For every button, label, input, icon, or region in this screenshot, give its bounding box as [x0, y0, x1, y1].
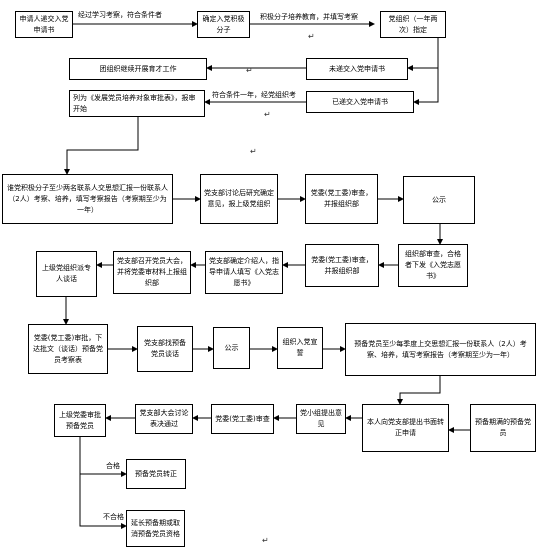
- step-group-opinion: 党小组提出意见: [296, 404, 346, 434]
- return-mark: ↵: [250, 147, 257, 156]
- return-mark: ↵: [308, 32, 315, 41]
- step-branch-talk: 党支部找预备党员谈话: [137, 326, 193, 372]
- label-fail: 不合格: [103, 513, 124, 522]
- arrow-talk-delivered: [413, 68, 439, 105]
- step-collect-opinions: 谁党积极分子至少两名联系人交思想汇报一份联系人（2人）考察、培养，填写考察报告（…: [2, 174, 173, 224]
- label-pass: 合格: [106, 462, 120, 471]
- step-introduce: 党支部确定介绍人，指导申请人填写《入党志愿书》: [205, 251, 283, 294]
- step-publicity-2: 公示: [213, 327, 250, 369]
- step-upper-approve: 党委(党工委)审批，下达批文（谈话）预备党员考察表: [28, 324, 108, 374]
- step-delivered: 已递交入党申请书: [306, 91, 414, 113]
- step-branch-vote: 党支部大会讨论表决通过: [135, 404, 193, 434]
- return-mark: ↵: [264, 110, 271, 119]
- return-mark: ↵: [246, 66, 253, 75]
- step-oath: 组织入党宣誓: [277, 327, 323, 369]
- arrow-report-self: [397, 376, 441, 405]
- step-list-candidate: 列为《发展党员培养对象审批表》，报审开始: [69, 90, 205, 117]
- arrow-talk-submit: [407, 38, 439, 71]
- step-upper-final: 上级党委审批预备党员: [54, 404, 106, 437]
- step-need-probation: 预备期满的预备党员: [470, 404, 536, 452]
- step-review-committee: 党委(党工委)审查，并报组织部: [305, 174, 378, 224]
- step-activist: 确定入党积极分子: [197, 11, 250, 38]
- label-one-year: 符合条件一年，经党组织考: [212, 91, 296, 100]
- label-learning: 经过学习考察，符合条件者: [78, 11, 162, 20]
- step-self-request: 本人向党支部提出书面转正申请: [362, 404, 449, 452]
- arrow-final-fail: [79, 474, 127, 529]
- step-branch-discuss: 党支部讨论后研究确定意见，报上级党组织: [200, 174, 278, 224]
- step-continue-education: 团组织继续开展育才工作: [69, 58, 207, 80]
- label-training: 积极分子培养教育，并填写考察: [260, 13, 358, 22]
- step-probation-report: 预备党员至少每季度上交思想汇报一份联系人（2人）考察、培养，填写考察报告（考察期…: [345, 323, 536, 376]
- step-talk: 党组织（一年两次）指定: [380, 11, 446, 38]
- step-extend: 延长预备期或取消预备党员资格: [126, 510, 185, 547]
- step-apply: 申请人递交入党申请书: [15, 11, 73, 38]
- return-mark: ↵: [262, 536, 269, 545]
- step-not-submitted: 未递交入党申请书: [306, 58, 408, 80]
- step-org-review: 组织部审查，合格者下发《入党志愿书》: [398, 244, 468, 287]
- step-upper-check: 上级党组织派专人谈话: [36, 251, 97, 297]
- step-committee-review: 党委(党工委)审查: [211, 404, 274, 434]
- step-publicity-1: 公示: [403, 176, 475, 224]
- step-meeting-review: 党支部召开党员大会，并将党委审材料上报组织部: [113, 251, 191, 294]
- step-full-member: 预备党员转正: [126, 459, 186, 489]
- step-fill-volunteer: 党委(党工委)审查，并报组织部: [305, 244, 379, 287]
- arrow-list-collect: [64, 117, 139, 175]
